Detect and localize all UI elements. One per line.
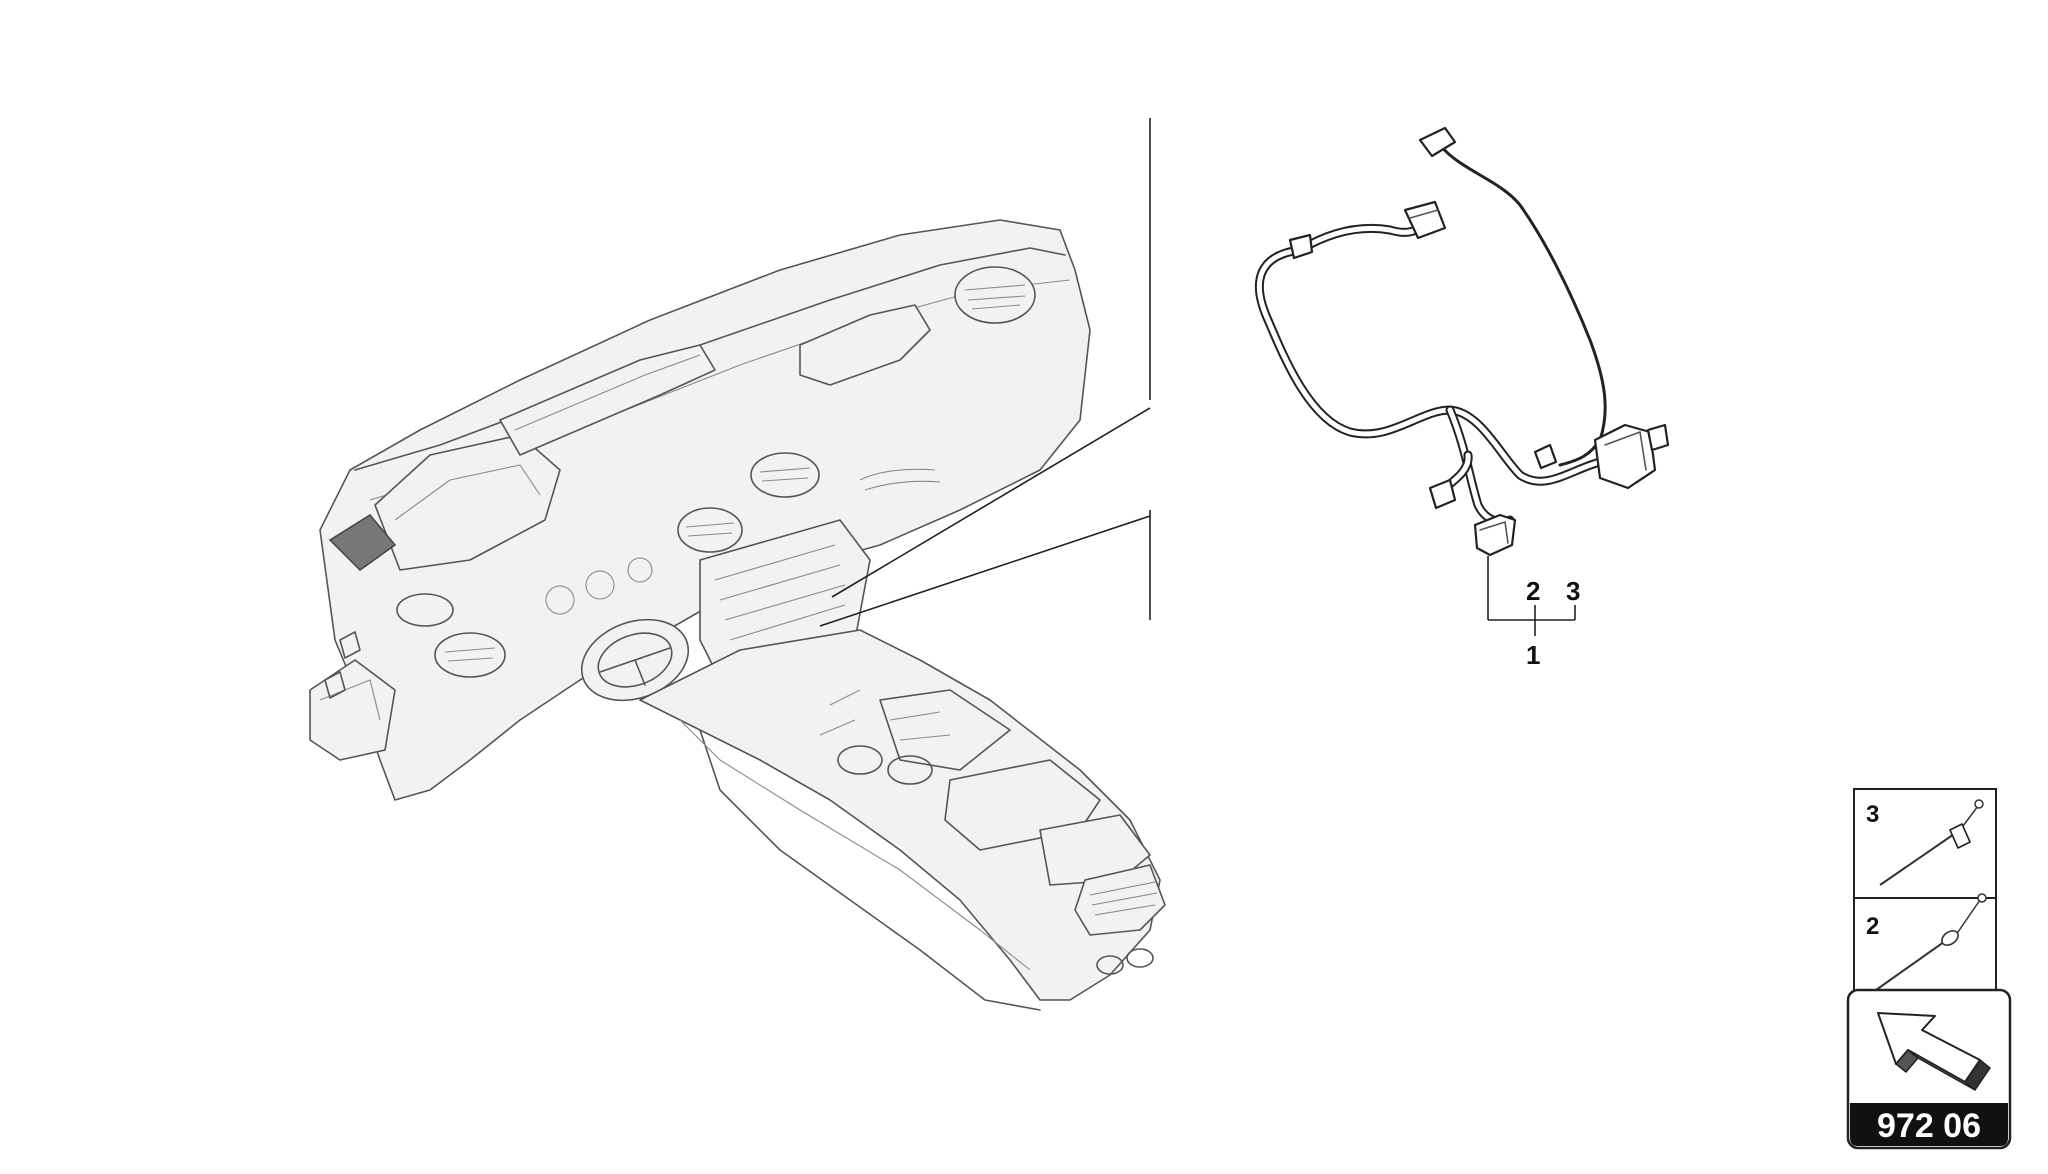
cable-tie-item-3-icon xyxy=(1879,799,1984,886)
pointer-lines xyxy=(819,118,1151,627)
leader-line-b xyxy=(819,515,1151,627)
callout-item-3: 3 xyxy=(1566,576,1580,606)
connector-lower-left xyxy=(1428,478,1457,510)
connector-right xyxy=(1593,423,1657,490)
connector-lower-main xyxy=(1473,513,1517,557)
legend-number-3: 3 xyxy=(1866,801,1879,828)
callout-item-1: 1 xyxy=(1526,640,1540,670)
harness-clip-middle xyxy=(1533,443,1558,470)
reference-label-bar xyxy=(1850,1103,2008,1146)
harness-clip-left xyxy=(1288,233,1314,260)
callout-bracket xyxy=(1487,556,1576,636)
reference-nav-box[interactable]: 972 06 xyxy=(1846,988,2012,1150)
wiring-harness xyxy=(1255,126,1670,557)
cable-tie-item-2-icon xyxy=(1875,893,1987,991)
connector-top xyxy=(1418,126,1457,158)
leader-line-a xyxy=(831,407,1151,598)
dashboard-console-illustration xyxy=(309,219,1166,1011)
callout-item-2: 2 xyxy=(1526,576,1540,606)
parts-legend-panel xyxy=(1853,788,1997,1008)
back-arrow-icon xyxy=(1877,1012,1991,1091)
reference-page-number: 972 06 xyxy=(1877,1107,1981,1145)
legend-number-2: 2 xyxy=(1866,913,1879,940)
